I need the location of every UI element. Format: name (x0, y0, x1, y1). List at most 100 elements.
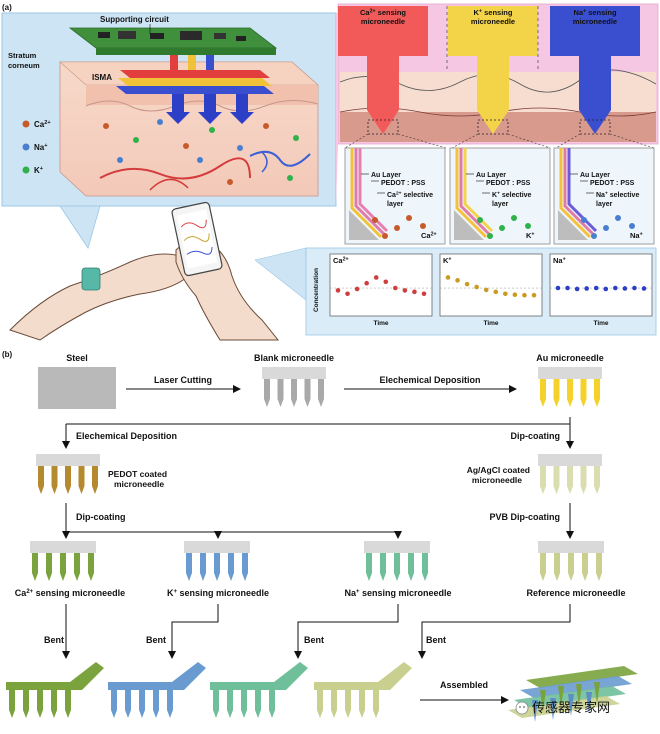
bent-3-label: Bent (304, 635, 324, 645)
needle-label-line1: K+ sensing (474, 8, 513, 17)
data-point (493, 289, 499, 295)
data-point (522, 292, 527, 298)
data-point (373, 275, 379, 280)
bent-4-label: Bent (426, 635, 446, 645)
corneum-label: corneum (8, 61, 40, 70)
concentration-axis-label: Concentration (313, 268, 320, 312)
stratum-label: Stratum (8, 51, 37, 60)
ca-sensing-label: Ca2+ sensing microneedle (15, 588, 125, 598)
needle-panel (336, 3, 659, 206)
data-point (335, 288, 341, 293)
data-point (503, 291, 508, 297)
au-microneedle-label: Au microneedle (536, 353, 604, 363)
needle-base (338, 6, 428, 56)
data-point (593, 285, 599, 291)
ion-legend-label: Ca2+ (34, 120, 51, 129)
agagcl-label-2: microneedle (472, 475, 522, 485)
reference-microneedle-icon (538, 541, 604, 581)
needle-label-line2: microneedle (361, 17, 405, 26)
bent-reference-microneedle-icon (314, 662, 412, 718)
na-microneedle-icon (364, 541, 430, 581)
needle-label-line2: microneedle (573, 17, 617, 26)
data-point (632, 285, 637, 291)
bent-2-label: Bent (146, 635, 166, 645)
steel-label: Steel (66, 353, 88, 363)
data-point (584, 286, 589, 291)
time-axis-label: Time (593, 320, 608, 327)
pedot-label-2: microneedle (114, 479, 164, 489)
ion-legend: Ca2+Na+K+ (22, 120, 51, 175)
data-point (393, 285, 398, 291)
skin-schematic (1, 12, 337, 207)
ion-dot-icon (22, 120, 30, 128)
agagcl-microneedle-icon (538, 454, 602, 494)
data-point (445, 275, 451, 280)
blank-microneedle-label: Blank microneedle (254, 353, 334, 363)
needle-base (550, 6, 640, 56)
pvb-dip-coating-label: PVB Dip-coating (489, 512, 560, 522)
data-point (641, 286, 647, 291)
needle-shaft (477, 56, 509, 134)
au-layer-label: Au Layer (580, 172, 610, 179)
reference-microneedle-label: Reference microneedle (526, 588, 625, 598)
pedot-pss-label: PEDOT : PSS (590, 180, 635, 187)
watermark: 传感器专家网 (515, 700, 610, 715)
needle-label-line2: microneedle (471, 17, 515, 26)
na-sensing-label: Na+ sensing microneedle (344, 588, 451, 598)
bent-1-label: Bent (44, 635, 64, 645)
data-point (622, 286, 628, 291)
k-sensing-label: K+ sensing microneedle (167, 588, 269, 598)
needle-label-line1: Na+ sensing (573, 8, 617, 17)
k-microneedle-icon (184, 541, 250, 581)
data-point (364, 280, 369, 286)
ion-legend-label: K+ (34, 166, 44, 175)
data-point (412, 289, 417, 295)
selective-layer-label: Ca2+ selective (387, 191, 433, 199)
data-point (421, 291, 427, 297)
time-axis-label: Time (373, 320, 388, 327)
ion-dot-icon (22, 166, 30, 174)
data-point (483, 287, 489, 293)
data-point (455, 278, 460, 283)
laser-cutting-label: Laser Cutting (154, 375, 212, 385)
needle-shaft (579, 56, 611, 134)
pedot-microneedle-icon (36, 454, 100, 494)
ion-dot-icon (22, 143, 30, 151)
data-point (402, 288, 408, 293)
plot-frame (439, 253, 543, 317)
assembled-array-icon (508, 666, 638, 722)
selective-layer-label-2: layer (387, 201, 404, 208)
assembled-label: Assembled (440, 680, 488, 690)
panel-a-label: (a) (2, 3, 12, 12)
data-point (354, 286, 360, 292)
data-point (531, 292, 537, 298)
elechem-deposition-1-label: Elechemical Deposition (379, 375, 480, 385)
watermark-text: 传感器专家网 (532, 700, 610, 715)
plot-frame (329, 253, 433, 317)
data-point (474, 284, 479, 290)
needle-base (448, 6, 538, 56)
data-point (574, 286, 580, 292)
data-point (613, 285, 618, 291)
wechat-icon (515, 701, 529, 715)
selective-layer-label: K+ selective (492, 192, 532, 199)
detail-ion-label: Na+ (630, 231, 643, 240)
detail-ion-label: Ca2+ (421, 231, 437, 240)
data-point (603, 286, 609, 292)
ca-microneedle-icon (30, 541, 96, 581)
arm-phone-illustration (9, 201, 280, 341)
steel-block (38, 367, 116, 409)
wristband-patch-icon (81, 267, 101, 291)
detail-ion-label: K+ (526, 231, 535, 240)
plot-callout-pointer (254, 247, 307, 301)
blank-microneedle-icon (262, 367, 326, 407)
plot-title: Ca2+ (333, 256, 349, 265)
selective-layer-label-2: layer (596, 201, 613, 208)
data-point (565, 285, 570, 291)
au-layer-label: Au Layer (371, 172, 401, 179)
bent-na-microneedle-icon (210, 662, 308, 718)
